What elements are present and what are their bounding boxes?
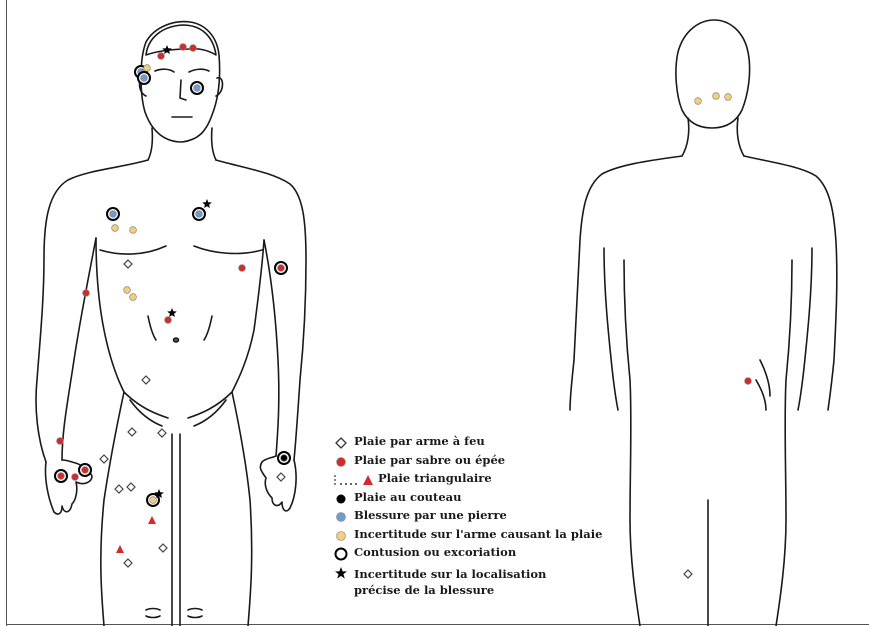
ring-inner-dot-marker bbox=[281, 455, 288, 462]
blue-dot-icon bbox=[334, 510, 354, 524]
red-dot-marker bbox=[190, 45, 197, 52]
red-dot-marker bbox=[745, 378, 752, 385]
yellow-dot-marker bbox=[713, 93, 720, 100]
legend-item-triangular: Plaie triangulaire bbox=[334, 473, 624, 492]
yellow-dot-marker bbox=[725, 94, 732, 101]
black-dot-icon bbox=[334, 492, 354, 506]
red-dot-marker bbox=[165, 317, 172, 324]
legend-label: Plaie triangulaire bbox=[378, 473, 492, 485]
red-dot-marker bbox=[180, 44, 187, 51]
ring-inner-dot-marker bbox=[278, 265, 285, 272]
firearm-diamond-marker bbox=[100, 455, 108, 463]
red-dot-marker bbox=[83, 290, 90, 297]
firearm-diamond-marker bbox=[124, 260, 132, 268]
legend-item-contusion: Contusion ou excoriation bbox=[334, 547, 624, 566]
blue-dot-marker bbox=[141, 75, 148, 82]
ring-inner-dot-marker bbox=[194, 85, 201, 92]
firearm-diamond-marker bbox=[159, 544, 167, 552]
yellow-dot-marker bbox=[144, 65, 151, 72]
diamond-icon bbox=[334, 436, 354, 450]
yellow-dot-marker bbox=[112, 225, 119, 232]
red-dot-marker bbox=[239, 265, 246, 272]
red-dot-icon bbox=[334, 455, 354, 469]
ring-inner-dot-marker bbox=[58, 473, 65, 480]
firearm-diamond-marker bbox=[684, 570, 692, 578]
star-icon bbox=[334, 566, 354, 580]
triangle-marker bbox=[148, 516, 156, 524]
triangle-icon bbox=[334, 473, 378, 487]
uncertain-location-star-marker bbox=[202, 199, 212, 208]
legend: Plaie par arme à feu Plaie par sabre ou … bbox=[334, 436, 624, 602]
firearm-diamond-marker bbox=[115, 485, 123, 493]
front-body-outline bbox=[36, 22, 306, 626]
red-dot-marker bbox=[158, 53, 165, 60]
firearm-diamond-marker bbox=[277, 473, 285, 481]
legend-label: Plaie par sabre ou épée bbox=[354, 455, 505, 467]
uncertain-location-star-marker bbox=[167, 308, 177, 317]
yellow-dot-marker bbox=[130, 294, 137, 301]
firearm-diamond-marker bbox=[158, 429, 166, 437]
legend-label: Contusion ou excoriation bbox=[354, 547, 516, 559]
legend-item-stone: Blessure par une pierre bbox=[334, 510, 624, 529]
legend-label: Plaie par arme à feu bbox=[354, 436, 485, 448]
red-dot-marker bbox=[57, 438, 64, 445]
firearm-diamond-marker bbox=[127, 483, 135, 491]
yellow-dot-marker bbox=[124, 287, 131, 294]
firearm-diamond-marker bbox=[142, 376, 150, 384]
ring-inner-dot-marker bbox=[196, 211, 203, 218]
triangle-marker bbox=[116, 545, 124, 553]
yellow-dot-marker bbox=[130, 227, 137, 234]
yellow-dot-icon bbox=[334, 529, 354, 543]
firearm-diamond-marker bbox=[128, 428, 136, 436]
uncertain-location-star-marker bbox=[162, 45, 172, 54]
ring-inner-dot-marker bbox=[82, 467, 89, 474]
legend-label: Incertitude sur la localisation précise … bbox=[354, 566, 554, 598]
legend-item-firearm: Plaie par arme à feu bbox=[334, 436, 624, 455]
ring-inner-dot-marker bbox=[150, 497, 157, 504]
yellow-dot-marker bbox=[695, 98, 702, 105]
ring-inner-dot-marker bbox=[110, 211, 117, 218]
red-dot-marker bbox=[72, 474, 79, 481]
legend-item-uncertain-location: Incertitude sur la localisation précise … bbox=[334, 566, 624, 602]
legend-label: Blessure par une pierre bbox=[354, 510, 507, 522]
legend-label: Plaie au couteau bbox=[354, 492, 461, 504]
firearm-diamond-marker bbox=[124, 559, 132, 567]
ring-icon bbox=[334, 547, 354, 561]
legend-label: Incertitude sur l'arme causant la plaie bbox=[354, 529, 602, 541]
